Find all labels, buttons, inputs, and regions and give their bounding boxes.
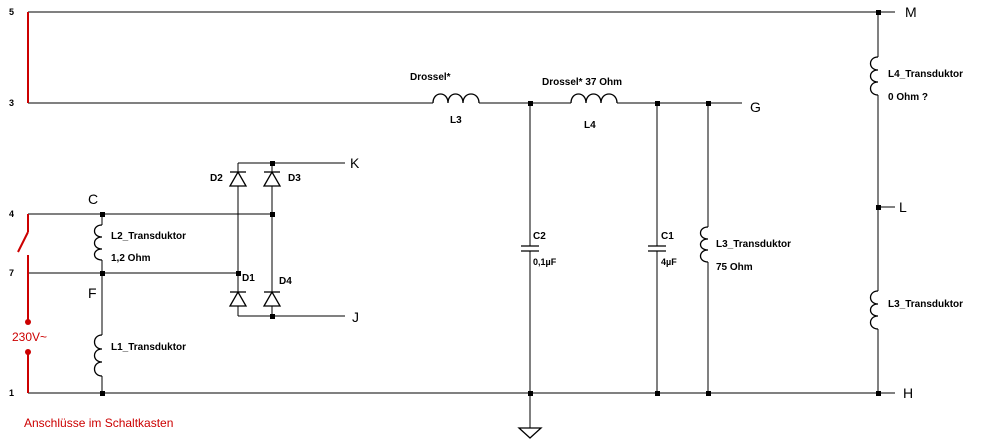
footer-note: Anschlüsse im Schaltkasten: [24, 416, 173, 430]
inductor-l3-transduktor-right-icon: [869, 290, 879, 330]
inductor-l2-transduktor-icon: [93, 224, 103, 261]
diode-d3-icon: [262, 170, 282, 187]
junction-dots: [100, 10, 881, 396]
capacitor-c2-icon: [521, 245, 539, 252]
c2-value: 0,1µF: [533, 257, 557, 267]
pin-1-label: 1: [9, 388, 14, 398]
c1-value: 4µF: [661, 257, 677, 267]
drossel2-name: Drossel* 37 Ohm: [542, 77, 622, 88]
inductor-l1-transduktor-icon: [93, 334, 103, 377]
node-l-label: L: [899, 199, 907, 215]
l4-transduktor-value: 0 Ohm ?: [888, 92, 928, 103]
diode-d1-icon: [228, 290, 248, 307]
l4-transduktor-name: L4_Transduktor: [888, 69, 963, 80]
c2-ref: C2: [533, 231, 546, 242]
node-h-label: H: [903, 385, 913, 401]
node-f-label: F: [88, 285, 97, 301]
l3-transduktor-mid-name: L3_Transduktor: [716, 239, 791, 250]
diode-d2-icon: [228, 170, 248, 187]
drossel1-name: Drossel*: [410, 72, 451, 83]
c1-ref: C1: [661, 231, 674, 242]
wires: [28, 11, 895, 428]
diode-d2-label: D2: [210, 173, 223, 184]
drossel2-ref: L4: [584, 120, 596, 131]
inductor-l4-drossel-icon: [570, 93, 618, 104]
diode-d1-label: D1: [242, 273, 255, 284]
diode-d3-label: D3: [288, 173, 301, 184]
node-k-label: K: [350, 155, 360, 171]
capacitor-c1-icon: [648, 245, 666, 252]
pin-5-label: 5: [9, 7, 14, 17]
l1-transduktor-name: L1_Transduktor: [111, 342, 186, 353]
pin-4-label: 4: [9, 209, 14, 219]
pin-7-label: 7: [9, 268, 14, 278]
ground-icon: [517, 427, 543, 439]
l2-transduktor-name: L2_Transduktor: [111, 231, 186, 242]
node-g-label: G: [750, 99, 761, 115]
drossel1-ref: L3: [450, 115, 462, 126]
inductor-l3-drossel-icon: [432, 93, 480, 104]
l3-transduktor-mid-value: 75 Ohm: [716, 262, 753, 273]
node-j-label: J: [352, 309, 359, 325]
node-c-label: C: [88, 191, 98, 207]
l2-transduktor-value: 1,2 Ohm: [111, 253, 151, 264]
node-m-label: M: [905, 4, 917, 20]
inductor-l4-transduktor-icon: [869, 56, 879, 96]
inductor-l3-transduktor-mid-icon: [699, 226, 709, 263]
diode-d4-label: D4: [279, 276, 292, 287]
diode-d4-icon: [262, 290, 282, 307]
mains-voltage-label: 230V~: [12, 330, 47, 344]
pin-3-label: 3: [9, 98, 14, 108]
mains-wires: [17, 12, 31, 393]
l3-transduktor-right-name: L3_Transduktor: [888, 299, 963, 310]
